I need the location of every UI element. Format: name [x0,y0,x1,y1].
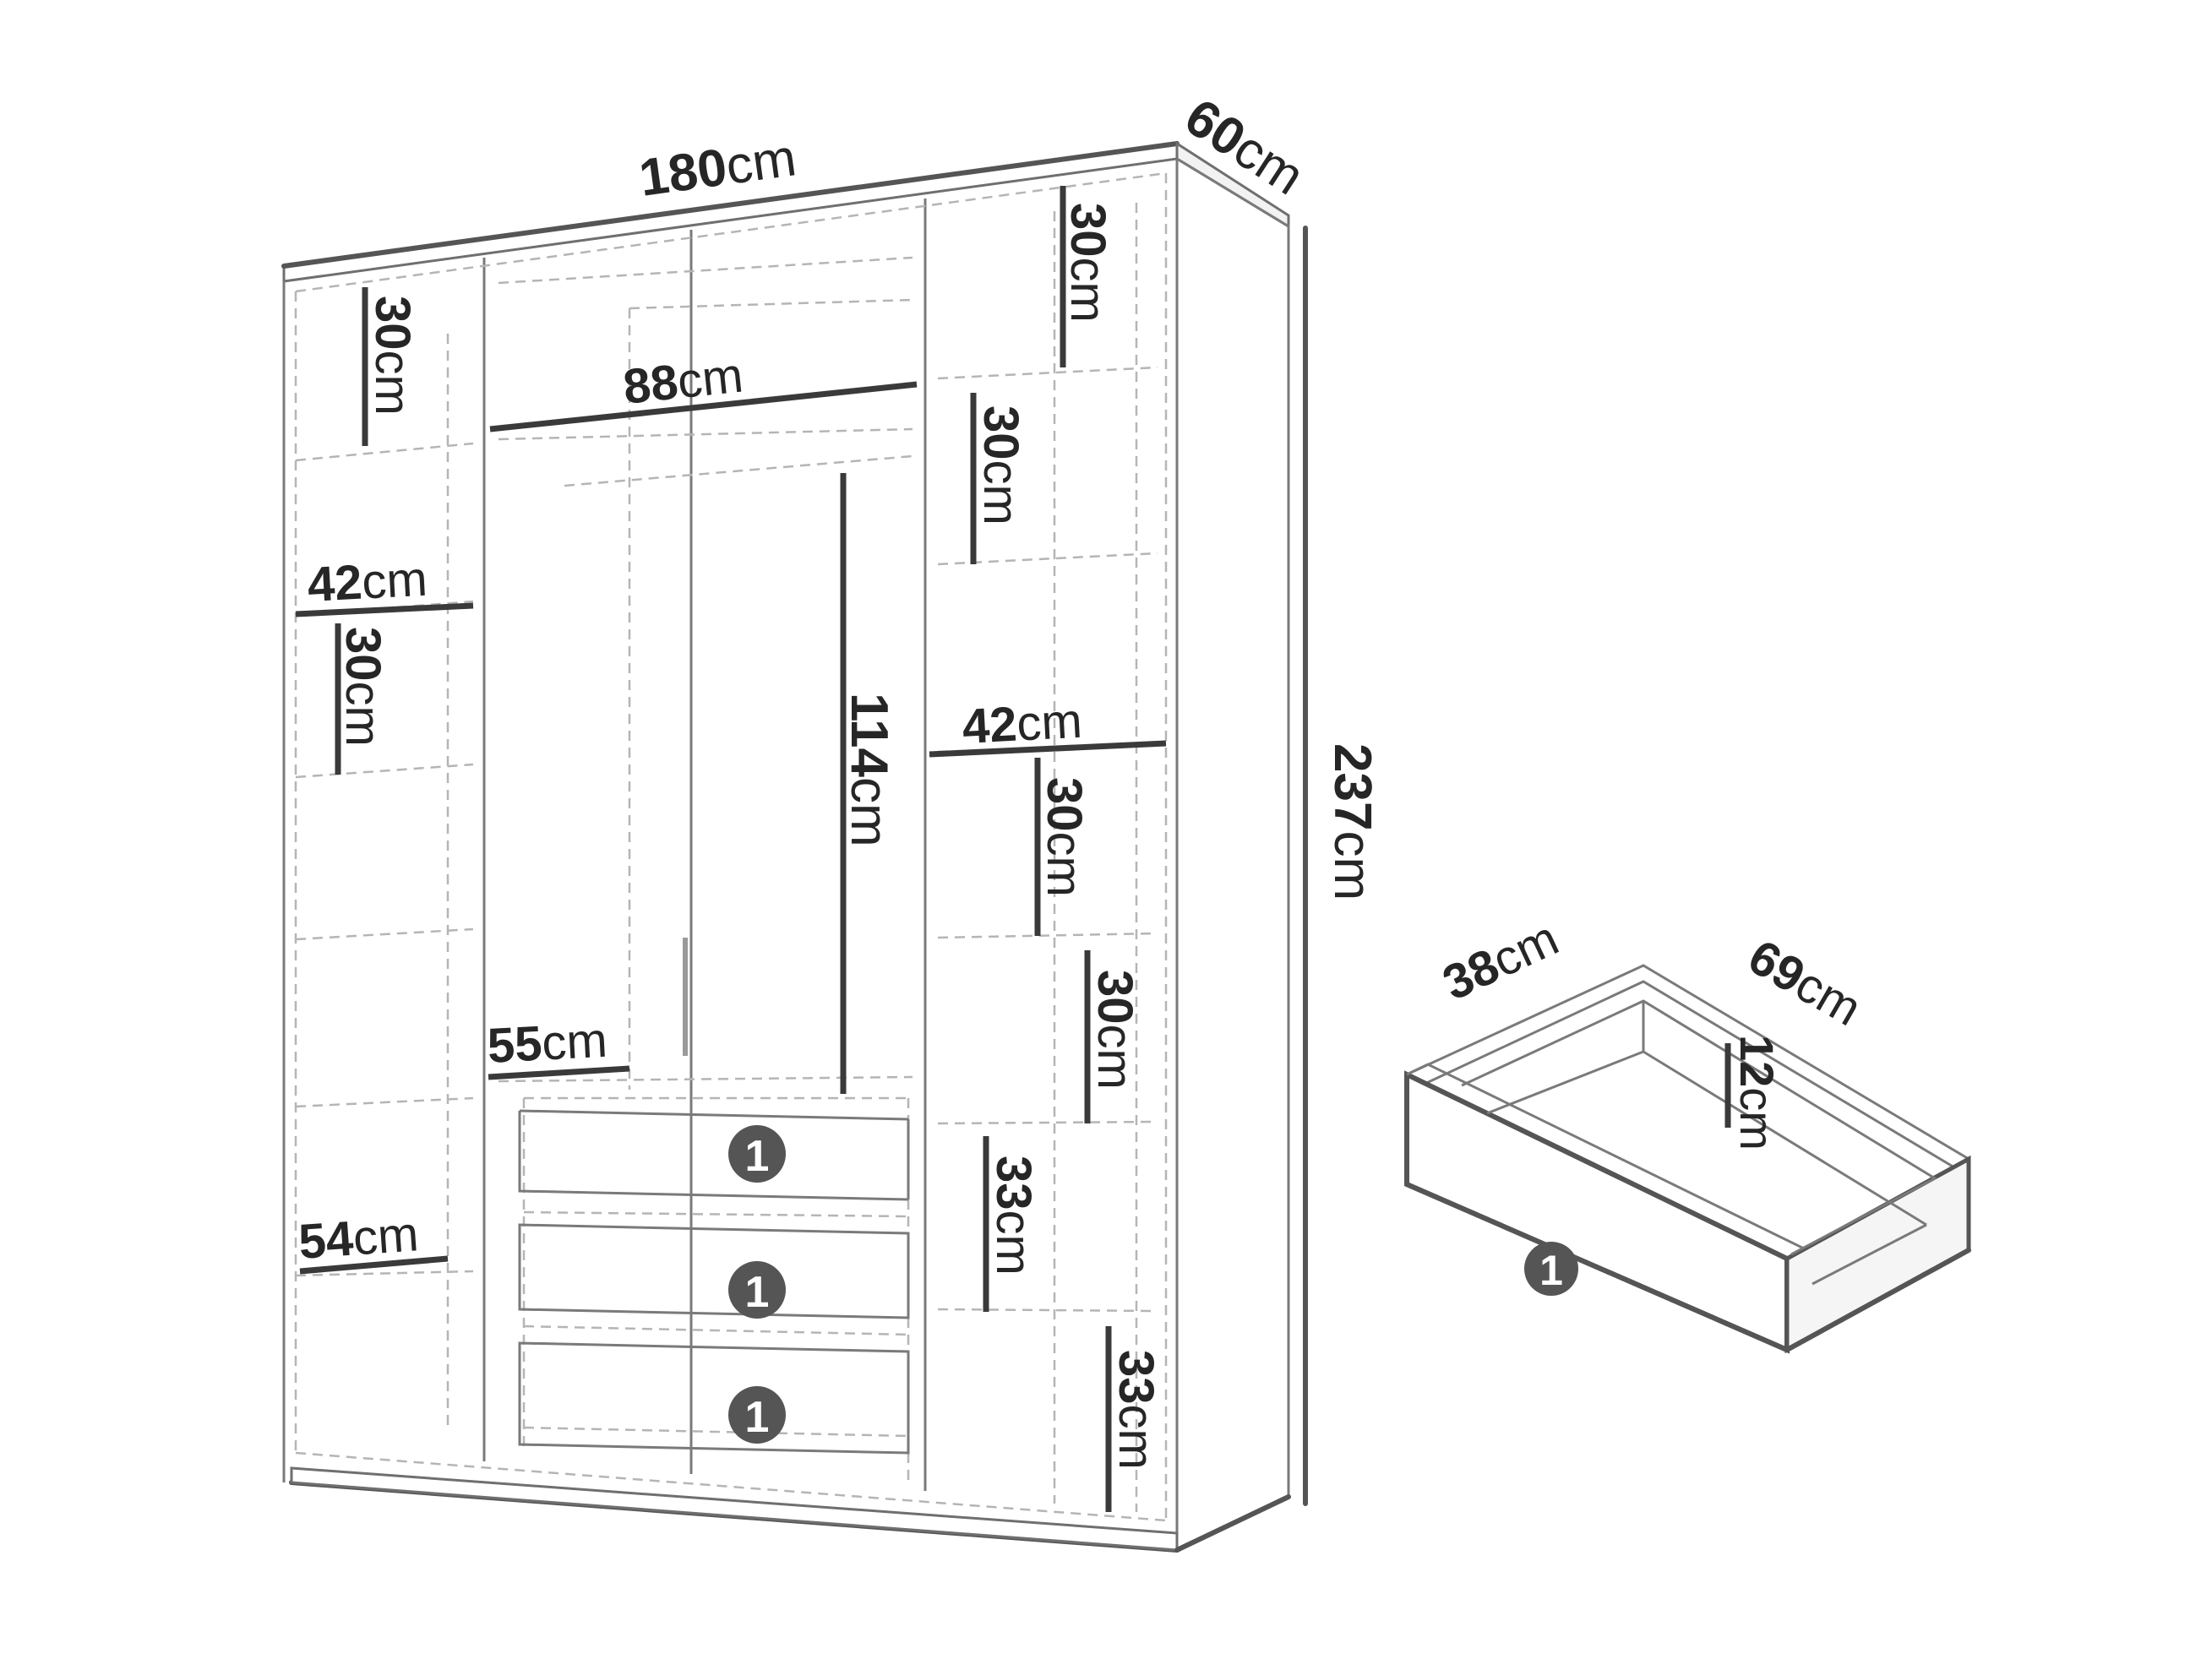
wardrobe-callouts: 1 1 1 [728,1125,786,1444]
drawer-detail [1404,964,1971,1354]
right-shelf-height-label: 33cm [986,1156,1041,1276]
right-shelf-height-label: 30cm [973,405,1028,525]
wardrobe-outline [281,141,1308,1553]
wardrobe-drawers [518,938,910,1455]
right-shelf-width-label: 42cm [961,694,1083,754]
callout-badge: 1 [728,1125,786,1183]
callout-badge: 1 [728,1386,786,1444]
hanging-height-label: 114cm [840,693,898,847]
callout-badge: 1 [728,1261,786,1319]
hanging-width-label: 88cm [621,347,746,414]
left-shelf-height-label: 30cm [335,627,390,747]
drawer-height-label: 12cm [1730,1035,1784,1150]
width-label: 180cm [636,128,800,208]
bottom-shelf-width-label: 54cm [297,1206,420,1270]
svg-text:1: 1 [1539,1247,1563,1294]
svg-text:1: 1 [745,1132,770,1181]
left-shelf-width-label: 42cm [306,552,428,612]
right-shelf-height-label: 30cm [1087,970,1142,1090]
svg-text:1: 1 [745,1393,770,1442]
drawer-width-label: 38cm [1435,911,1566,1011]
height-label: 237cm [1323,743,1381,900]
callout-badge: 1 [1524,1242,1578,1296]
left-shelf-height-label: 30cm [365,296,420,416]
right-shelf-height-label: 30cm [1060,203,1115,323]
drawer-depth-label: 69cm [1740,929,1871,1036]
right-shelf-height-label: 33cm [1109,1350,1163,1470]
svg-text:1: 1 [745,1268,770,1317]
drawer-section-width-label: 55cm [486,1013,608,1074]
dimension-lines [295,186,1167,1512]
right-shelf-height-label: 30cm [1037,777,1092,897]
wardrobe-labels: 180cm 60cm 237cm 88cm 114cm 42cm 42cm 55… [297,88,1381,1470]
